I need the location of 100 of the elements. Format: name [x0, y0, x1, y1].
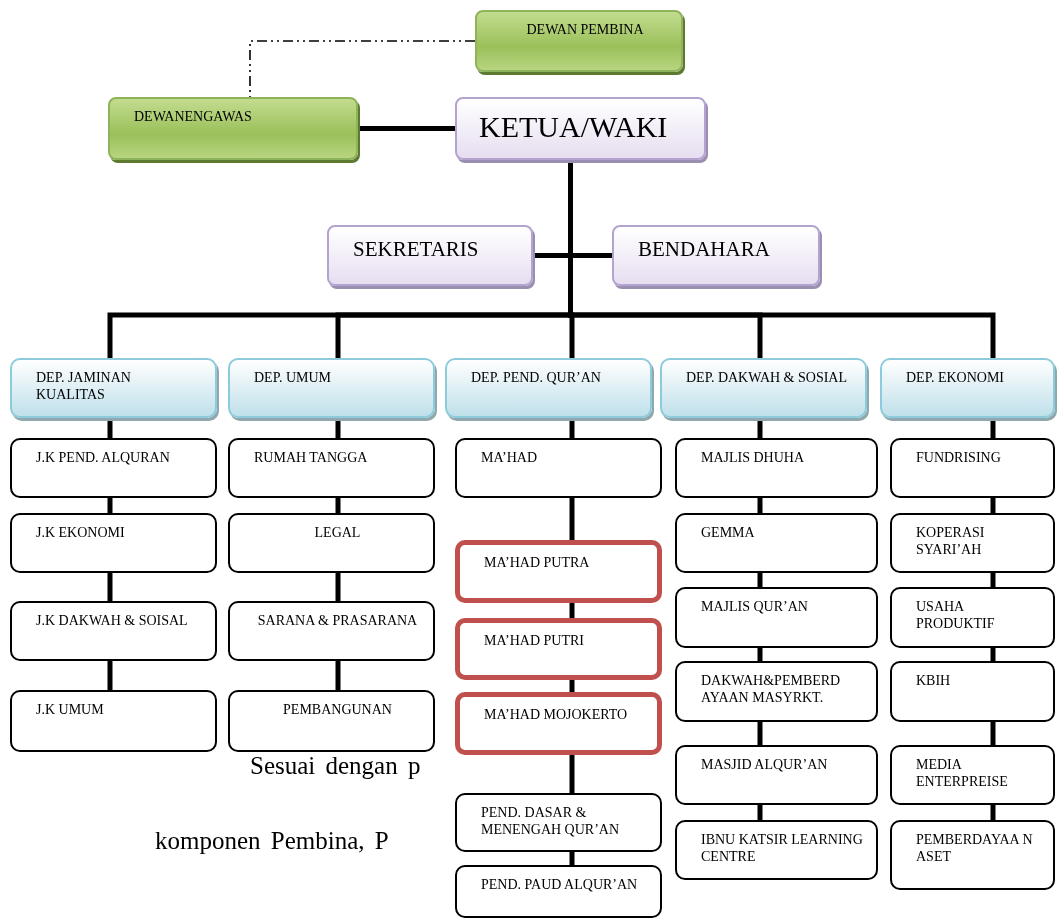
connector-line — [569, 755, 575, 793]
connector-line — [990, 805, 996, 820]
connector-line — [335, 418, 341, 438]
node-label: KETUA/WAKI — [479, 109, 669, 145]
connector-line — [107, 661, 113, 690]
connector-line — [757, 498, 763, 513]
node-label: USAHA PRODUKTIF — [916, 599, 996, 633]
unit-box — [675, 587, 878, 648]
unit-box — [675, 820, 878, 880]
node-label: SEKRETARIS — [353, 237, 480, 263]
department-box — [880, 358, 1055, 418]
unit-box — [10, 601, 217, 661]
connector-line — [107, 573, 113, 601]
unit-box — [228, 513, 435, 573]
unit-box — [675, 661, 878, 722]
unit-box — [455, 865, 662, 918]
node-label: MA’HAD MOJOKERTO — [484, 707, 629, 724]
connector-line — [990, 648, 996, 661]
node-label: PEMBERDAYAA N ASET — [916, 832, 1034, 866]
unit-box — [455, 438, 662, 498]
connector-line — [757, 418, 763, 438]
node-label: MA’HAD PUTRI — [484, 633, 585, 650]
connector-line — [335, 661, 341, 690]
node-label: DEP. UMUM — [254, 370, 332, 387]
unit-box — [455, 793, 662, 852]
node-label: MAJLIS DHUHA — [701, 450, 806, 467]
officer-box — [612, 225, 820, 286]
body-text: Sesuai dengan p — [250, 752, 421, 780]
highlighted-unit-box — [455, 692, 662, 755]
node-label: J.K DAKWAH & SOISAL — [36, 613, 189, 630]
connector-line — [990, 498, 996, 513]
node-label: MAJLIS QUR’AN — [701, 599, 809, 616]
department-box — [445, 358, 652, 418]
node-label: DEP. DAKWAH & SOSIAL — [686, 370, 848, 387]
node-label: PEND. DASAR & MENENGAH QUR’AN — [481, 805, 621, 839]
connector-line — [757, 573, 763, 587]
connector-line — [757, 722, 763, 745]
connector-line — [335, 573, 341, 601]
node-label: PEND. PAUD ALQUR’AN — [481, 877, 639, 894]
node-label: MEDIA ENTERPREISE — [916, 757, 1009, 791]
body-text: komponen Pembina, P — [155, 827, 389, 855]
unit-box — [890, 661, 1055, 722]
node-label: BENDAHARA — [638, 237, 771, 263]
board-box — [475, 10, 683, 72]
connector-line — [569, 603, 575, 618]
connector-line — [757, 805, 763, 820]
node-label: DEP. EKONOMI — [906, 370, 1005, 387]
unit-box — [675, 513, 878, 573]
unit-box — [228, 601, 435, 661]
node-label: GEMMA — [701, 525, 756, 542]
officer-box — [327, 225, 533, 286]
department-box — [10, 358, 217, 418]
node-label: MA’HAD — [481, 450, 538, 467]
node-label: J.K PEND. ALQURAN — [36, 450, 171, 467]
node-label: DEWAN PEMBINA — [525, 22, 645, 39]
node-label: MA’HAD PUTRA — [484, 555, 591, 572]
connector-line — [358, 126, 455, 131]
connector-line — [569, 498, 575, 540]
highlighted-unit-box — [455, 540, 662, 603]
connector-line — [569, 680, 575, 692]
node-label: LEGAL — [313, 525, 362, 542]
node-label: J.K UMUM — [36, 702, 105, 719]
unit-box — [228, 690, 435, 752]
node-label: DEWANENGAWAS — [134, 109, 253, 126]
node-label: DEP. PEND. QUR’AN — [471, 370, 602, 387]
node-label: RUMAH TANGGA — [254, 450, 369, 467]
unit-box — [890, 820, 1055, 890]
node-label: DEP. JAMINAN KUALITAS — [36, 370, 132, 404]
connector-line — [249, 40, 476, 98]
node-label: MASJID ALQUR’AN — [701, 757, 829, 774]
connector-line — [990, 573, 996, 587]
connector-line — [569, 418, 575, 438]
unit-box — [890, 587, 1055, 648]
highlighted-unit-box — [455, 618, 662, 680]
unit-box — [675, 745, 878, 805]
board-box — [108, 97, 358, 160]
node-label: J.K EKONOMI — [36, 525, 126, 542]
node-label: PEMBANGUNAN — [282, 702, 393, 719]
node-label: DAKWAH&PEMBERD AYAAN MASYRKT. — [701, 673, 842, 707]
connector-line — [335, 498, 341, 513]
connector-line — [757, 648, 763, 661]
unit-box — [890, 513, 1055, 573]
node-label: KOPERASI SYARI’AH — [916, 525, 986, 559]
node-label: IBNU KATSIR LEARNING CENTRE — [701, 832, 864, 866]
unit-box — [675, 438, 878, 498]
unit-box — [10, 513, 217, 573]
node-label: KBIH — [916, 673, 952, 690]
department-box — [660, 358, 867, 418]
connector-line — [569, 852, 575, 865]
unit-box — [890, 745, 1055, 805]
department-box — [228, 358, 435, 418]
connector-line — [990, 722, 996, 745]
connector-line — [107, 498, 113, 513]
node-label: FUNDRISING — [916, 450, 1002, 467]
connector-line — [990, 418, 996, 438]
unit-box — [228, 438, 435, 498]
unit-box — [10, 438, 217, 498]
officer-box — [455, 97, 706, 160]
node-label: SARANA & PRASARANA — [256, 613, 419, 630]
unit-box — [890, 438, 1055, 498]
